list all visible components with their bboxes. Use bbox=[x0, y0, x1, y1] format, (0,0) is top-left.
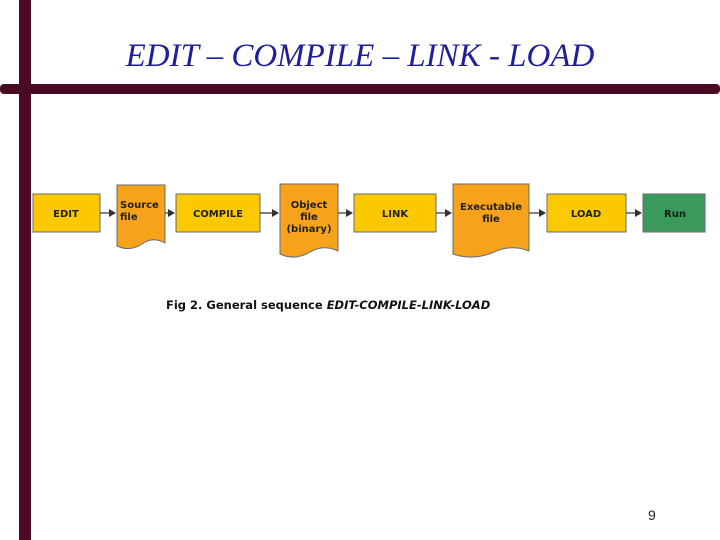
step-compile: COMPILE bbox=[175, 193, 261, 233]
step-load: LOAD bbox=[546, 193, 627, 233]
step-edit-label: EDIT bbox=[53, 209, 79, 220]
step-source-file-label-line: Source bbox=[120, 200, 159, 211]
step-link-label: LINK bbox=[382, 209, 409, 220]
step-run: Run bbox=[642, 193, 706, 233]
step-run-label: Run bbox=[664, 209, 686, 220]
figure-caption: Fig 2. General sequence EDIT-COMPILE-LIN… bbox=[166, 298, 490, 312]
step-load-label-line: LOAD bbox=[571, 209, 601, 220]
step-object-file-label-line: file bbox=[300, 212, 318, 223]
step-load-label: LOAD bbox=[571, 209, 601, 220]
step-run-label-line: Run bbox=[664, 209, 686, 220]
step-executable-file-label-line: file bbox=[482, 214, 500, 225]
step-compile-label: COMPILE bbox=[193, 209, 243, 220]
step-link-label-line: LINK bbox=[382, 209, 409, 220]
step-edit-label-line: EDIT bbox=[53, 209, 79, 220]
step-executable-file-label-line: Executable bbox=[460, 202, 522, 213]
page-number: 9 bbox=[648, 507, 656, 523]
caption-prefix: Fig 2. General sequence bbox=[166, 298, 327, 312]
step-object-file-label-line: (binary) bbox=[286, 224, 331, 235]
step-edit: EDIT bbox=[32, 193, 101, 233]
caption-emphasis: EDIT-COMPILE-LINK-LOAD bbox=[326, 298, 491, 312]
step-source-file-label-line: file bbox=[120, 212, 138, 223]
step-compile-label-line: COMPILE bbox=[193, 209, 243, 220]
step-link: LINK bbox=[353, 193, 437, 233]
left-frame-bar bbox=[19, 0, 31, 540]
slide-title: EDIT – COMPILE – LINK - LOAD bbox=[125, 38, 595, 74]
title-rule bbox=[0, 84, 720, 94]
step-object-file-label-line: Object bbox=[291, 200, 328, 211]
